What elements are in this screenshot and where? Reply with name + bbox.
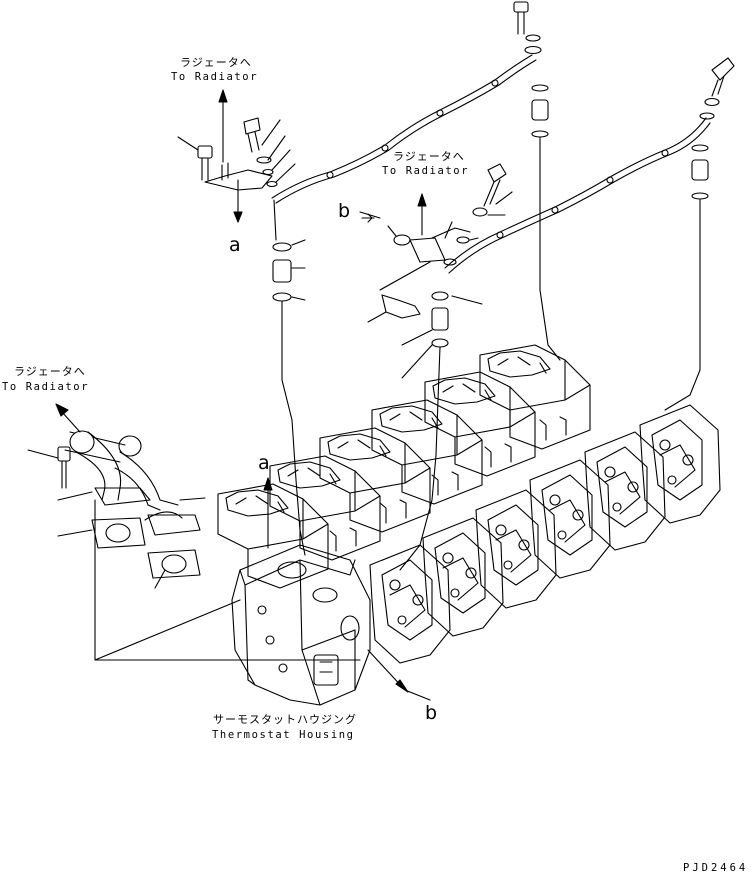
ref-lines	[264, 478, 430, 700]
drawing-code: PJD2464	[683, 862, 749, 874]
water-elbow-left	[65, 431, 200, 535]
cylinder-heads-lower-row	[370, 405, 720, 663]
vent-tube-upper	[272, 55, 536, 203]
radiator-label-en-top: To Radiator	[171, 71, 259, 83]
thermostat-label-jp: サーモスタットハウジング	[213, 713, 357, 726]
ref-label-a-top: a	[229, 234, 241, 256]
bolt-top-right	[700, 58, 734, 119]
bracket-center	[360, 164, 512, 322]
radiator-label-jp-top: ラジェータへ	[180, 56, 252, 69]
bolt-left	[28, 447, 205, 588]
thermostat-label-en: Thermostat Housing	[212, 729, 355, 741]
ref-label-b-top: b	[338, 200, 351, 222]
arrow-to-radiator-left	[219, 90, 242, 222]
gasket-left	[92, 518, 200, 578]
fitting-stack-center	[400, 292, 482, 570]
fitting-stack-left	[273, 200, 305, 555]
vent-tube-lower	[445, 118, 710, 273]
fitting-stack-right	[532, 85, 708, 410]
radiator-label-en-center: To Radiator	[382, 165, 470, 177]
cylinder-heads-upper-row	[218, 345, 590, 588]
radiator-label-jp-center: ラジェータへ	[393, 150, 465, 163]
bracket-left-top	[178, 118, 295, 190]
bolt-top-center	[514, 2, 541, 54]
arrow-to-radiator-lower-left	[56, 404, 80, 432]
thermostat-housing	[232, 545, 370, 705]
ref-label-b-housing: b	[425, 702, 438, 724]
ref-label-a-housing: a	[258, 452, 270, 474]
radiator-label-jp-left: ラジェータへ	[14, 365, 86, 378]
assembly-bracket-lines	[95, 500, 360, 660]
radiator-label-en-left: To Radiator	[2, 381, 90, 393]
